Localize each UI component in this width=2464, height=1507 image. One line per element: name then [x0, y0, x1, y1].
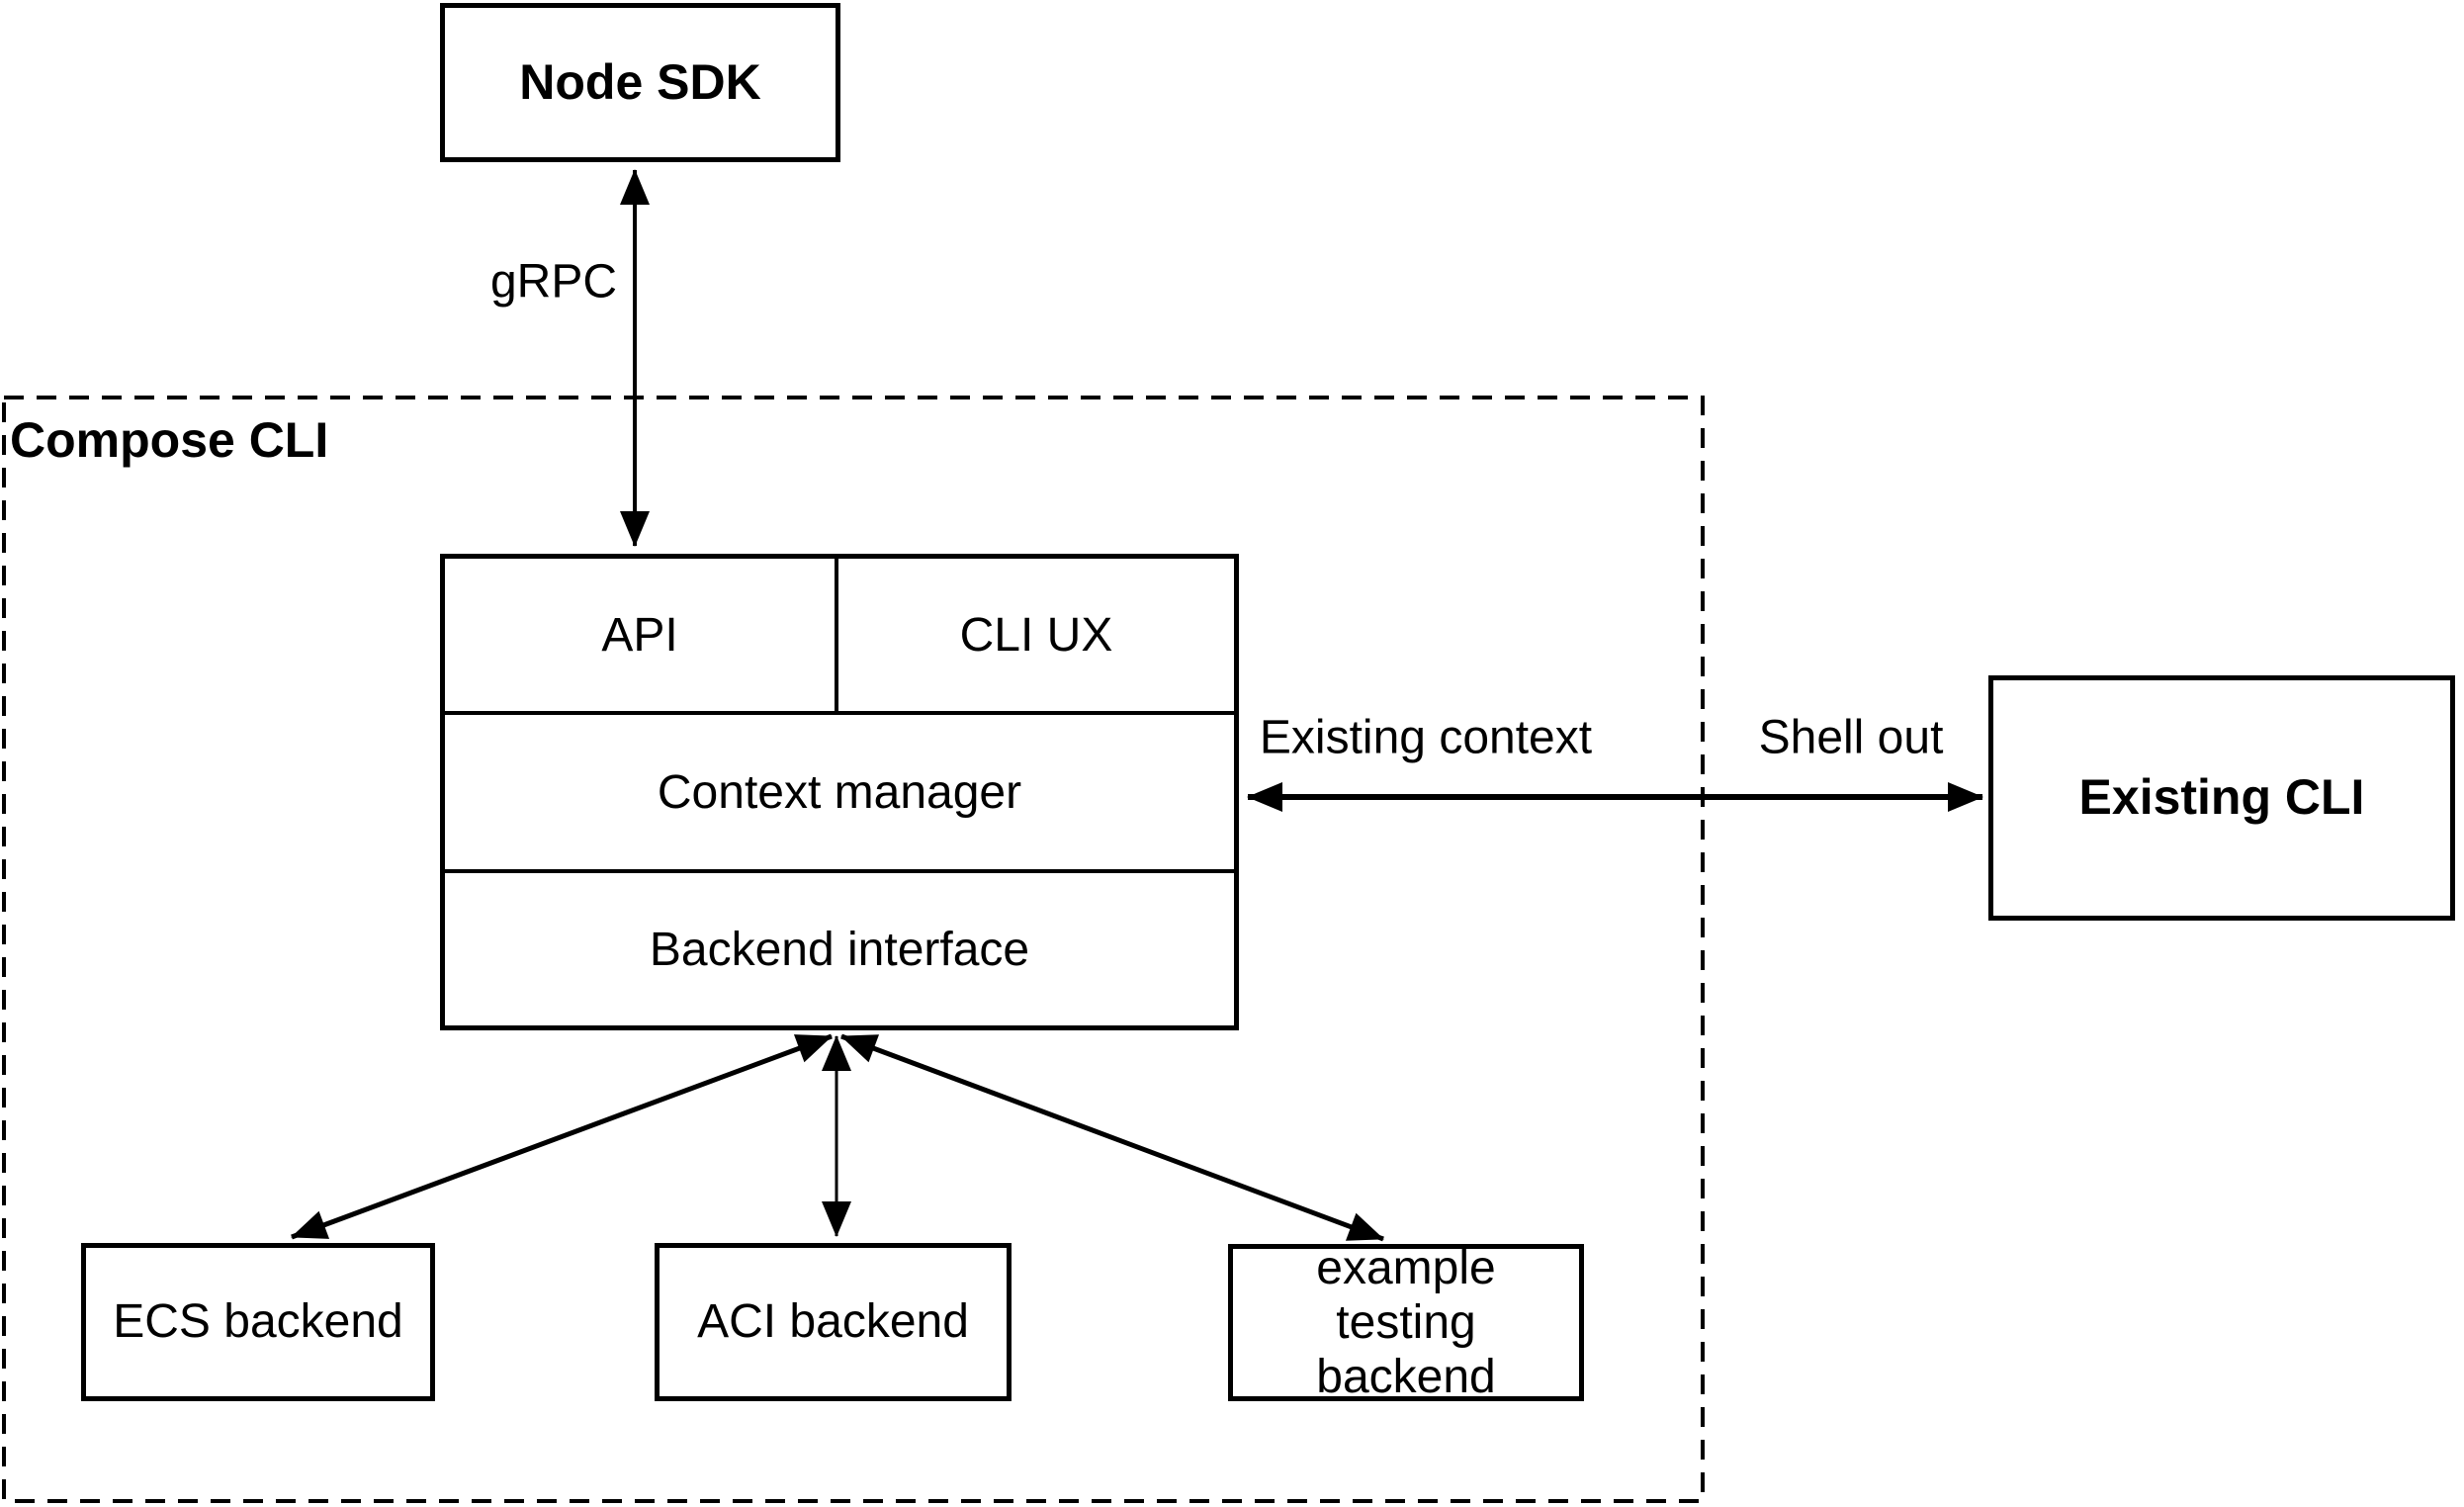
- aci-backend-label: ACI backend: [697, 1295, 969, 1349]
- top-row: API CLI UX: [445, 559, 1234, 715]
- api-cell: API: [445, 559, 838, 711]
- compose-cli-core-box: API CLI UX Context manager Backend inter…: [440, 554, 1239, 1030]
- example-testing-backend-label: example testing backend: [1316, 1241, 1496, 1404]
- ecs-backend-box: ECS backend: [81, 1243, 435, 1401]
- grpc-edge-label: gRPC: [484, 254, 624, 310]
- api-label: API: [601, 608, 678, 662]
- example-testing-backend-box: example testing backend: [1228, 1242, 1584, 1403]
- existing-cli-box: Existing CLI: [1988, 675, 2455, 921]
- existing-context-edge-label: Existing context: [1253, 710, 1599, 765]
- backend-interface-cell: Backend interface: [445, 873, 1234, 1025]
- ecs-backend-arrow: [291, 1033, 833, 1240]
- cli-ux-label: CLI UX: [959, 608, 1113, 662]
- ecs-backend-label: ECS backend: [113, 1295, 403, 1349]
- context-manager-cell: Context manager: [445, 715, 1234, 873]
- context-manager-label: Context manager: [657, 765, 1022, 819]
- compose-cli-group-label: Compose CLI: [10, 412, 329, 468]
- example-testing-backend-arrow: [840, 1033, 1384, 1242]
- backend-interface-label: Backend interface: [649, 923, 1030, 976]
- node-sdk-box: Node SDK: [440, 3, 840, 162]
- existing-cli-label: Existing CLI: [2078, 769, 2365, 826]
- aci-backend-box: ACI backend: [655, 1243, 1012, 1401]
- cli-ux-cell: CLI UX: [838, 559, 1234, 711]
- shell-out-edge-label: Shell out: [1752, 710, 1950, 765]
- node-sdk-label: Node SDK: [519, 53, 761, 110]
